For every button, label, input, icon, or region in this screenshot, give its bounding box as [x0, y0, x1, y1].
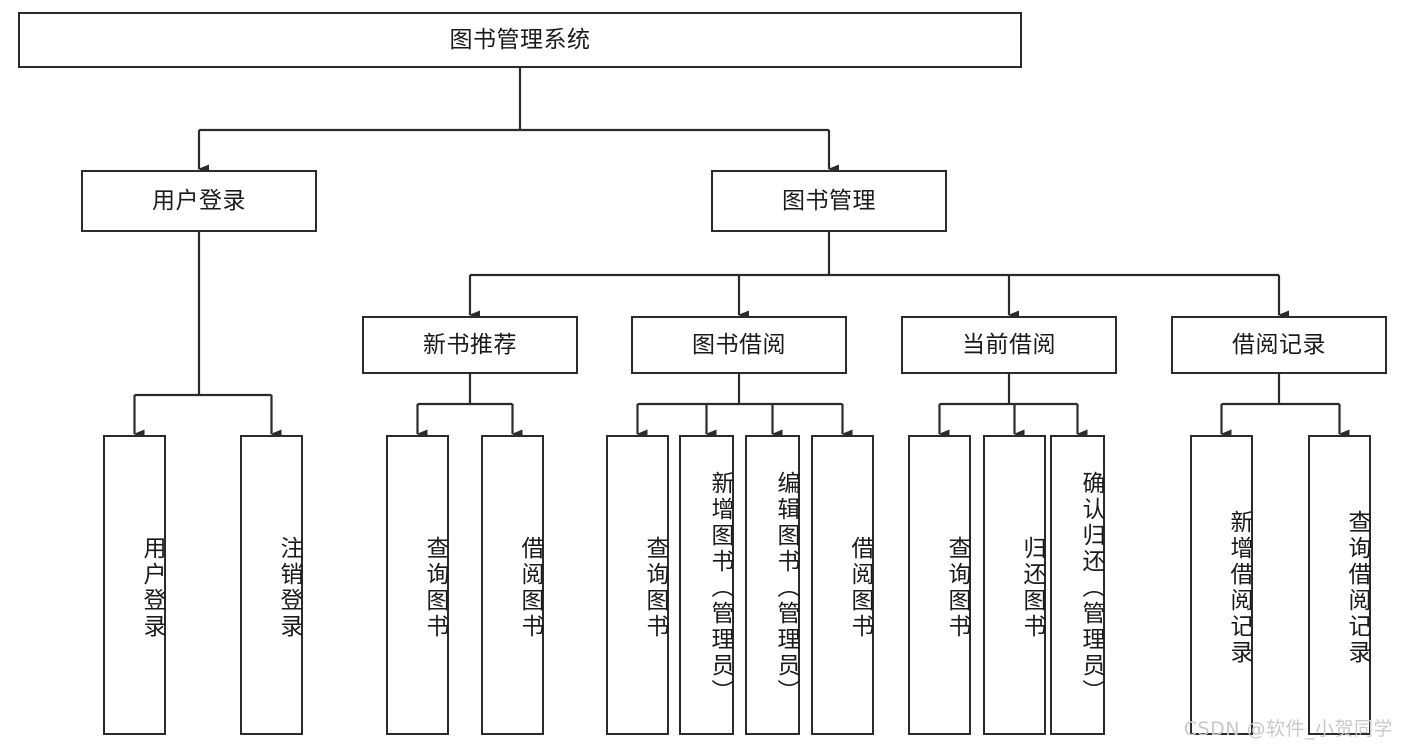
node-label: 新书推荐 — [423, 331, 517, 358]
node-bookmgmt[interactable]: 图书管理 — [711, 170, 947, 232]
node-l-editbook[interactable]: 编辑图书（管理员） — [745, 435, 800, 735]
node-label: 图书借阅 — [692, 331, 786, 358]
node-l-addbook[interactable]: 新增图书（管理员） — [679, 435, 734, 735]
node-l-bbook2[interactable]: 借阅图书 — [811, 435, 874, 735]
node-label: 借阅图书 — [847, 536, 873, 640]
node-label: 编辑图书（管理员） — [773, 471, 799, 705]
node-borrow[interactable]: 图书借阅 — [631, 316, 847, 374]
node-newbooks[interactable]: 新书推荐 — [362, 316, 578, 374]
node-l-qbook3[interactable]: 查询图书 — [908, 435, 971, 735]
node-l-bbook1[interactable]: 借阅图书 — [481, 435, 544, 735]
node-label: 查询图书 — [944, 536, 970, 640]
node-l-return[interactable]: 归还图书 — [983, 435, 1046, 735]
node-l-addrec[interactable]: 新增借阅记录 — [1190, 435, 1253, 735]
node-login[interactable]: 用户登录 — [81, 170, 317, 232]
node-root[interactable]: 图书管理系统 — [18, 12, 1022, 68]
node-l-confirm[interactable]: 确认归还（管理员） — [1050, 435, 1105, 735]
node-label: 图书管理 — [782, 187, 876, 214]
node-label: 图书管理系统 — [449, 26, 591, 53]
node-label: 查询借阅记录 — [1344, 510, 1370, 666]
node-l-qrec[interactable]: 查询借阅记录 — [1308, 435, 1371, 735]
node-l-login[interactable]: 用户登录 — [103, 435, 166, 735]
node-label: 用户登录 — [152, 187, 246, 214]
node-l-qbook1[interactable]: 查询图书 — [386, 435, 449, 735]
node-label: 新增借阅记录 — [1226, 510, 1252, 666]
node-label: 当前借阅 — [962, 331, 1056, 358]
node-label: 确认归还（管理员） — [1078, 471, 1104, 705]
node-label: 用户登录 — [139, 536, 165, 640]
node-label: 归还图书 — [1019, 536, 1045, 640]
node-label: 注销登录 — [276, 536, 302, 640]
node-label: 查询图书 — [642, 536, 668, 640]
node-l-qbook2[interactable]: 查询图书 — [606, 435, 669, 735]
node-l-logout[interactable]: 注销登录 — [240, 435, 303, 735]
node-label: 新增图书（管理员） — [707, 471, 733, 705]
node-records[interactable]: 借阅记录 — [1171, 316, 1387, 374]
node-label: 借阅记录 — [1232, 331, 1326, 358]
edge-group — [133, 68, 1350, 439]
node-current[interactable]: 当前借阅 — [901, 316, 1117, 374]
watermark-label: CSDN @软件_小贺同学 — [1183, 718, 1393, 740]
node-label: 借阅图书 — [517, 536, 543, 640]
node-label: 查询图书 — [422, 536, 448, 640]
